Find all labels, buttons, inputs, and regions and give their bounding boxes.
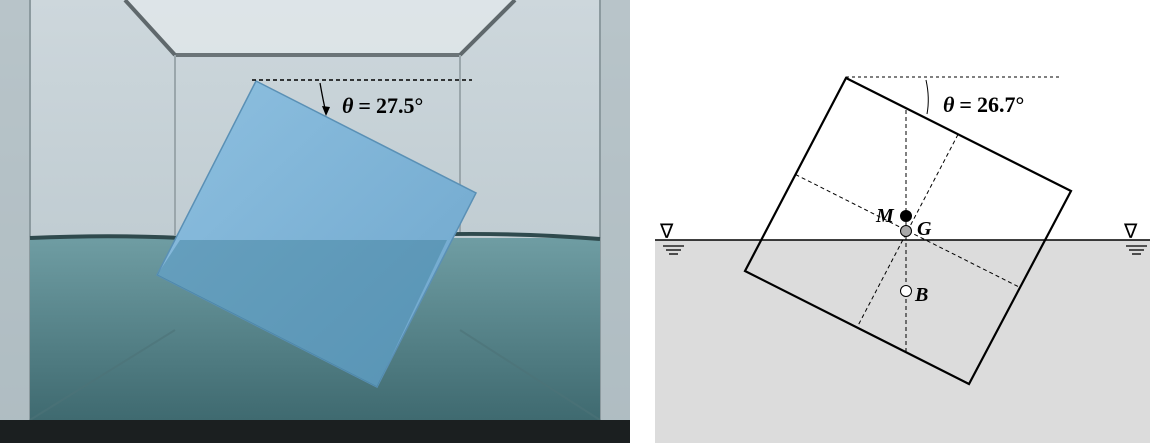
diagram-angle-arc [925,79,929,115]
water-surface-symbol: ∇ [659,219,674,243]
tilted-block [743,76,1073,386]
photo-angle-arrowhead [322,106,330,116]
metacenter-label: M [875,205,895,227]
diagram-angle-label: θ=26.7° [943,92,1024,117]
tank-right-wall [600,0,630,443]
water-surface-marker-right: ∇ [1123,219,1147,255]
center-of-gravity-label: G [917,218,932,240]
photo-angle-label: θ=27.5° [342,93,423,118]
tank-left-wall [0,0,30,443]
water-region [655,240,1150,443]
tank-frame-edge [123,0,177,57]
tank-frame-edge [458,0,517,57]
center-of-gravity-point [900,225,912,237]
tank-floor-edge [459,329,601,421]
tank-back-top [125,0,515,55]
tank-floor-edge [29,329,176,421]
plate-submerged-shade [157,240,447,387]
tank-base [0,420,630,443]
water-surface-marker-left: ∇ [659,219,684,255]
center-of-buoyancy-label: B [914,284,928,306]
stability-diagram: ∇ ∇ θ=26.7° M G B [655,76,1150,443]
water-surface-symbol: ∇ [1123,219,1138,243]
metacenter-point [900,210,912,222]
center-of-buoyancy-point [900,285,912,297]
floating-plate [155,79,478,389]
tank-photo: θ=27.5° [0,0,630,443]
